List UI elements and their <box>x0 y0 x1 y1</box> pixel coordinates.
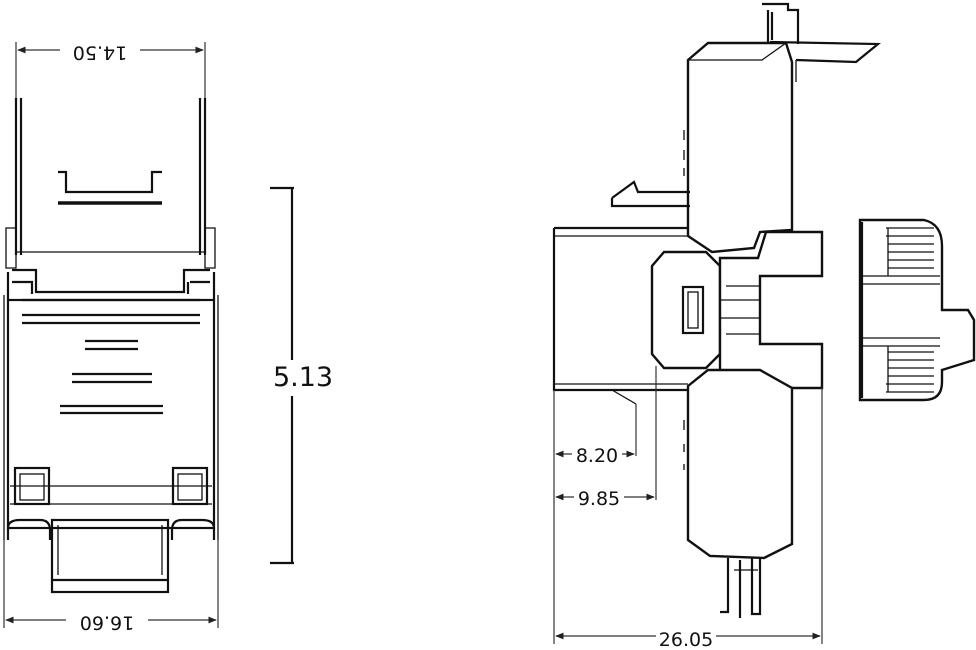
dim-label-26-05: 26.05 <box>659 629 713 650</box>
dim-side-views: 8.20 9.85 26.05 <box>553 366 823 650</box>
dim-label-5-13: 5.13 <box>273 362 333 393</box>
dim-height: 5.13 <box>270 186 334 565</box>
dim-label-16-60: 16.60 <box>80 612 134 634</box>
dim-label-9-85: 9.85 <box>578 488 620 510</box>
side-view <box>552 2 976 618</box>
dim-label-8-20: 8.20 <box>576 445 618 467</box>
front-view <box>3 98 219 594</box>
dim-label-14-50: 14.50 <box>73 42 127 64</box>
dim-top-width: 14.50 <box>15 36 206 98</box>
dim-bottom-width: 16.60 <box>3 540 219 636</box>
